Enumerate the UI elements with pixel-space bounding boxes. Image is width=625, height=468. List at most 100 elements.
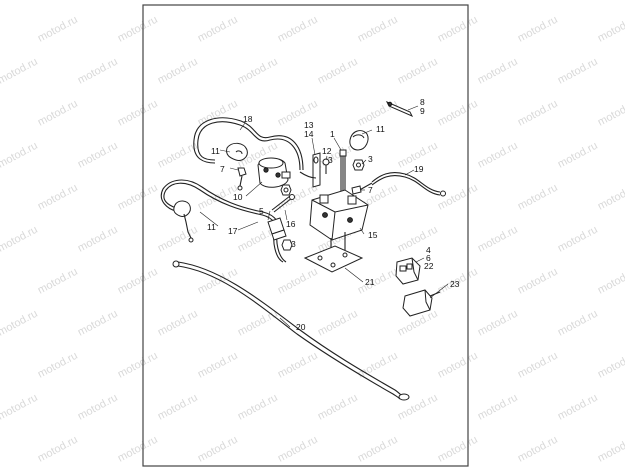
spark-plug-cap-11-top-right — [349, 130, 369, 151]
watermark-text: motod.ru — [76, 392, 120, 423]
watermark-text: motod.ru — [116, 182, 160, 213]
callout-21: 21 — [365, 277, 375, 287]
watermark-text: motod.ru — [196, 266, 240, 297]
watermark-text: motod.ru — [116, 14, 160, 45]
watermark-text: motod.ru — [596, 266, 625, 297]
watermark-text: motod.ru — [236, 308, 280, 339]
watermark-text: motod.ru — [516, 350, 560, 381]
watermark-text: motod.ru — [556, 0, 600, 3]
spark-plug-wire-18 — [193, 117, 304, 171]
watermark-text: motod.ru — [396, 56, 440, 87]
callout-4: 4 — [426, 245, 431, 255]
spark-plug-cap-11-top-left — [226, 142, 248, 161]
connector-5 — [267, 217, 287, 241]
watermark-text: motod.ru — [356, 434, 400, 465]
ignition-coil-10 — [257, 157, 291, 188]
connector-4-6-22 — [395, 257, 421, 285]
callout-labels: 8 9 11 18 11 7 10 13 14 12 1 3 3 19 7 5 … — [207, 97, 460, 332]
watermark-text: motod.ru — [76, 0, 120, 3]
watermark-text: motod.ru — [476, 392, 520, 423]
watermark-text: motod.ru — [76, 56, 120, 87]
watermark-text: motod.ru — [36, 182, 80, 213]
watermark-text: motod.ru — [396, 0, 440, 3]
watermark-text: motod.ru — [276, 434, 320, 465]
watermark-text: motod.ru — [556, 308, 600, 339]
watermark-text: motod.ru — [236, 392, 280, 423]
watermark-text: motod.ru — [156, 308, 200, 339]
watermark-text: motod.ru — [116, 266, 160, 297]
spark-plug-cap-11-left — [173, 200, 194, 243]
watermark-text: motod.ru — [76, 308, 120, 339]
callout-20: 20 — [296, 322, 306, 332]
watermark-text: motod.ru — [156, 140, 200, 171]
watermark-text: motod.ru — [236, 0, 280, 3]
callout-9: 9 — [420, 106, 425, 116]
watermark-text: motod.ru — [36, 350, 80, 381]
watermark-text: motod.ru — [476, 56, 520, 87]
callout-3-center: 3 — [328, 155, 333, 165]
watermark-text: motod.ru — [596, 182, 625, 213]
watermark-text: motod.ru — [476, 0, 520, 3]
watermark-text: motod.ru — [476, 140, 520, 171]
watermark-text: motod.ru — [276, 14, 320, 45]
watermark-text: motod.ru — [0, 224, 40, 255]
mounting-plate-21 — [303, 245, 364, 273]
watermark-text: motod.ru — [436, 98, 480, 129]
watermark-text: motod.ru — [316, 0, 360, 3]
watermark-text: motod.ru — [196, 350, 240, 381]
diagram-border — [142, 4, 469, 467]
screw-16 — [271, 194, 295, 213]
nut-3-coil — [280, 184, 292, 196]
watermark-text: motod.ru — [316, 392, 360, 423]
watermark-text: motod.ru — [0, 140, 40, 171]
battery-cable-20 — [172, 260, 410, 401]
callout-7-right: 7 — [368, 185, 373, 195]
watermark-text: motod.ru — [316, 56, 360, 87]
callout-1: 1 — [330, 129, 335, 139]
watermark-text: motod.ru — [196, 14, 240, 45]
watermark-text: motod.ru — [516, 266, 560, 297]
watermark-text: motod.ru — [36, 434, 80, 465]
watermark-text: motod.ru — [436, 350, 480, 381]
watermark-text: motod.ru — [156, 56, 200, 87]
watermark-text: motod.ru — [436, 14, 480, 45]
callout-16: 16 — [286, 219, 296, 229]
watermark-text: motod.ru — [36, 14, 80, 45]
watermark-text: motod.ru — [156, 0, 200, 3]
watermark-text: motod.ru — [0, 56, 40, 87]
callout-10: 10 — [233, 192, 243, 202]
watermark-text: motod.ru — [436, 434, 480, 465]
callout-23: 23 — [450, 279, 460, 289]
watermark-text: motod.ru — [516, 182, 560, 213]
callout-11-top-left: 11 — [211, 146, 220, 156]
callout-18: 18 — [243, 114, 253, 124]
watermark-text: motod.ru — [516, 14, 560, 45]
watermark-text: motod.ru — [556, 56, 600, 87]
watermark-text: motod.ru — [356, 14, 400, 45]
watermark-text: motod.ru — [0, 0, 40, 3]
watermark-text: motod.ru — [76, 140, 120, 171]
watermark-text: motod.ru — [516, 434, 560, 465]
watermark-text: motod.ru — [396, 224, 440, 255]
watermark-text: motod.ru — [596, 350, 625, 381]
nut-3-right — [352, 159, 365, 171]
callout-17: 17 — [228, 226, 238, 236]
watermark-text: motod.ru — [36, 266, 80, 297]
callout-6: 6 — [426, 253, 431, 263]
watermark-text: motod.ru — [316, 308, 360, 339]
callout-14: 14 — [304, 129, 314, 139]
leader-lines — [199, 105, 449, 328]
callout-8: 8 — [420, 97, 425, 107]
callout-5: 5 — [259, 206, 264, 216]
wire-19 — [355, 172, 446, 197]
watermark-text: motod.ru — [476, 224, 520, 255]
watermark-text: motod.ru — [596, 434, 625, 465]
terminal-7-right — [351, 185, 362, 195]
callout-11-left: 11 — [207, 222, 216, 232]
resistor-23 — [402, 289, 441, 317]
callout-12: 12 — [322, 146, 332, 156]
watermark-text: motod.ru — [0, 308, 40, 339]
